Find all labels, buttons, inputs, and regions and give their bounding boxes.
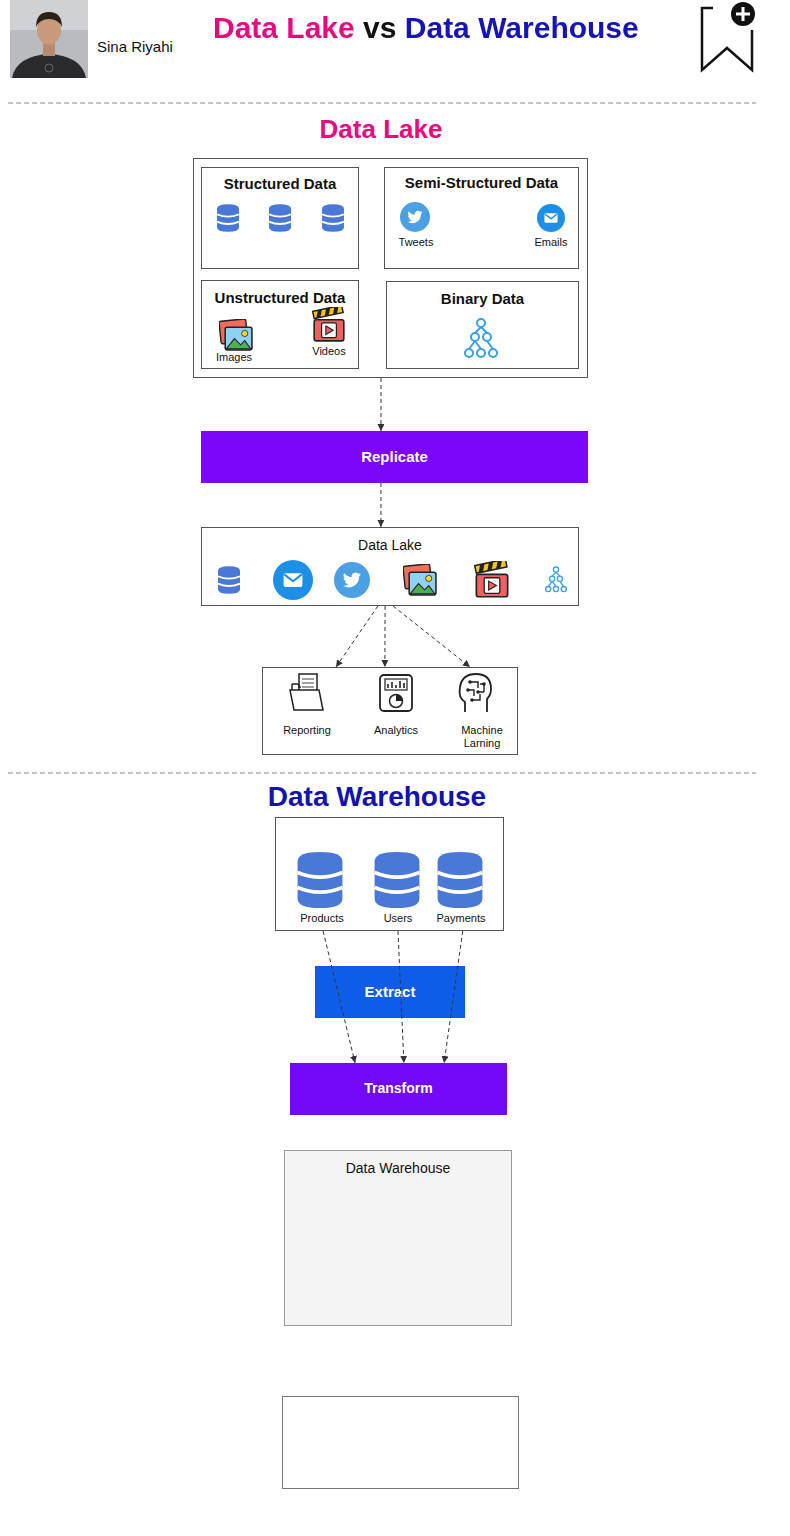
- avatar-photo: [10, 0, 88, 78]
- category-box: Semi-Structured DataTweets Emails: [384, 167, 579, 269]
- author-name: Sina Riyahi: [97, 38, 207, 56]
- tweet-icon: [334, 562, 370, 598]
- dashed-arrow: [384, 606, 385, 667]
- dashed-arrow: [380, 483, 381, 527]
- dashed-arrow: [444, 931, 463, 1063]
- node-text: Unstructured Data: [201, 289, 359, 307]
- video-icon: [475, 559, 508, 597]
- warehouse-box: Data Warehouse: [284, 1150, 512, 1326]
- analytics-icon: [380, 675, 412, 711]
- group-box: Structured Data Semi-Structured DataTweet…: [193, 158, 588, 378]
- diagram-title: Data Lake vs Data Warehouse: [213, 10, 639, 46]
- reporting-icon: [290, 674, 323, 710]
- category-box: Unstructured DataImages Videos: [201, 280, 359, 369]
- image-icon: [403, 564, 436, 595]
- node-text: Extract: [315, 983, 465, 1001]
- category-box: Structured Data: [201, 167, 359, 269]
- node-caption: Tweets: [386, 236, 446, 249]
- category-box: Binary Data: [386, 281, 579, 369]
- node-text: Reporting: [272, 724, 342, 737]
- dashed-arrow: [323, 931, 355, 1063]
- node-text: Data Warehouse: [284, 1160, 512, 1177]
- section-heading: Data Warehouse: [227, 780, 527, 814]
- empty-box: [282, 1396, 519, 1489]
- database-icon: [218, 566, 240, 594]
- node-text: Transform: [290, 1080, 507, 1097]
- node-text: Binary Data: [386, 290, 579, 308]
- node-caption: Machine Larning: [454, 724, 510, 750]
- database-icon: [375, 852, 420, 908]
- node-caption: Payments: [431, 912, 491, 925]
- dashed-arrow: [336, 606, 378, 667]
- node-text: Semi-Structured Data: [384, 174, 579, 192]
- storage-box: Data Lake: [201, 527, 579, 606]
- tweet-icon: [400, 202, 430, 232]
- process-band: Transform: [290, 1063, 507, 1115]
- database-icon: [298, 852, 343, 908]
- database-icon: [217, 204, 239, 232]
- node-caption: Users: [368, 912, 428, 925]
- node-text: Replicate: [201, 448, 588, 466]
- database-icon: [322, 204, 344, 232]
- bookmark-icon: [702, 2, 755, 70]
- process-band: Extract: [315, 966, 465, 1018]
- video-icon: [313, 305, 344, 341]
- database-icon: [269, 204, 291, 232]
- section-heading: Data Lake: [231, 114, 531, 145]
- image-icon: [219, 319, 252, 350]
- email-icon: [537, 204, 565, 232]
- binary-tree-icon: [465, 319, 497, 357]
- node-caption: Images: [204, 351, 264, 364]
- process-band: Replicate: [201, 431, 588, 483]
- binary-tree-icon: [546, 567, 567, 592]
- node-caption: Videos: [299, 345, 359, 358]
- machine-learning-icon: [460, 674, 491, 712]
- database-icon: [438, 852, 483, 908]
- node-caption: Emails: [521, 236, 581, 249]
- dashed-arrow: [380, 378, 381, 431]
- node-text: Structured Data: [201, 175, 359, 193]
- dashed-arrow: [398, 931, 404, 1063]
- source-box: Products UsersPayments: [275, 817, 504, 931]
- dashed-arrow: [393, 606, 470, 667]
- consumer-box: Reporting Analytics Machine Larning: [262, 667, 518, 755]
- section-separator: [8, 773, 756, 774]
- node-text: Products: [292, 912, 352, 925]
- section-separator: [8, 103, 756, 104]
- email-icon: [273, 560, 313, 600]
- node-text: Data Lake: [201, 537, 579, 554]
- node-caption: Analytics: [361, 724, 431, 737]
